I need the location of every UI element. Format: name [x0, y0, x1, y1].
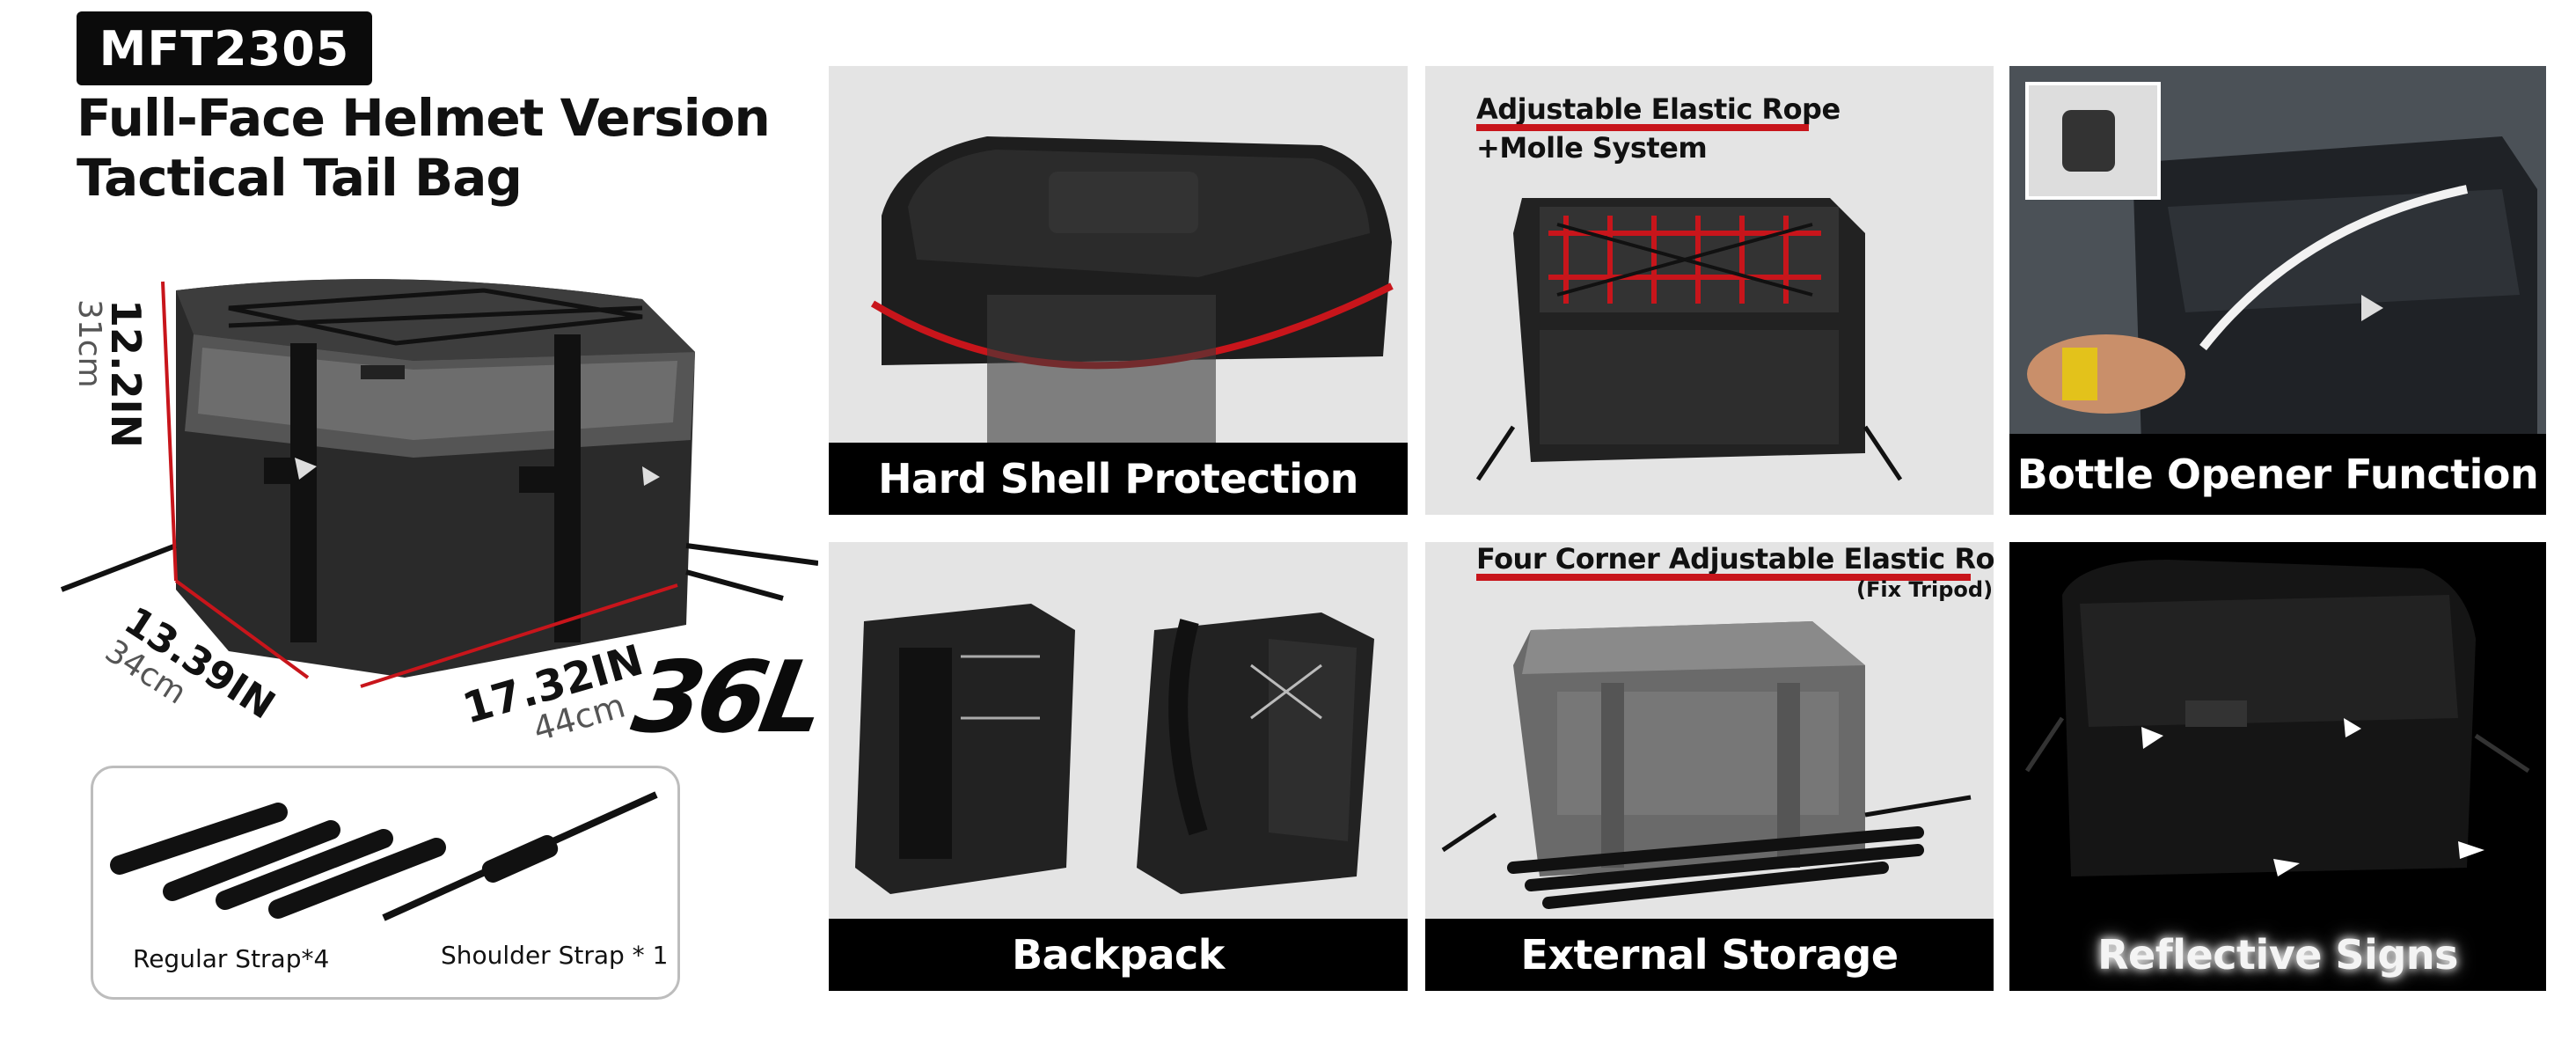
height-dimension: 12.2IN 31cm — [44, 290, 176, 493]
feature-panel-bottle-opener: Bottle Opener Function — [2009, 66, 2546, 515]
shoulder-strap-label: Shoulder Strap * 1 — [441, 941, 669, 970]
corner-rope-label: Four Corner Adjustable Elastic Rope — [1476, 542, 1994, 576]
molle-label-1: Adjustable Elastic Rope — [1476, 92, 1841, 126]
bottle-opener-image — [2009, 66, 2546, 444]
molle-label-underline — [1476, 124, 1809, 131]
corner-rope-underline — [1476, 574, 1971, 581]
feature-panel-hard-shell: Hard Shell Protection — [829, 66, 1408, 515]
corner-rope-note: (Fix Tripod) — [1856, 577, 1994, 602]
hard-shell-caption: Hard Shell Protection — [829, 443, 1408, 515]
model-badge: MFT2305 — [77, 11, 372, 85]
feature-panel-backpack: Backpack — [829, 542, 1408, 991]
feature-panel-molle: Adjustable Elastic Rope +Molle System — [1425, 66, 1994, 515]
regular-strap-label: Regular Strap*4 — [133, 944, 330, 973]
external-storage-image — [1441, 621, 1972, 909]
main-bag-illustration — [26, 238, 818, 730]
molle-image — [1475, 198, 1903, 481]
backpack-caption: Backpack — [829, 919, 1408, 991]
molle-label-2: +Molle System — [1476, 131, 1708, 165]
feature-panel-reflective: Reflective Signs — [2009, 542, 2546, 991]
height-in: 12.2IN — [102, 299, 150, 449]
bottle-opener-caption: Bottle Opener Function — [2009, 434, 2546, 515]
reflective-caption: Reflective Signs — [2009, 919, 2546, 991]
external-storage-caption: External Storage — [1425, 919, 1994, 991]
dimension-lines — [161, 281, 678, 688]
accessories-box: Regular Strap*4 Shoulder Strap * 1 — [91, 766, 680, 1000]
product-title-line2: Tactical Tail Bag — [77, 148, 523, 208]
feature-panel-external-storage: Four Corner Adjustable Elastic Rope (Fix… — [1425, 542, 1994, 991]
capacity-label: 36L — [625, 641, 830, 755]
backpack-image — [855, 604, 1374, 894]
hard-shell-image — [870, 136, 1394, 444]
straps-illustration — [110, 791, 658, 921]
reflective-image — [2009, 542, 2546, 920]
depth-dimension: 13.39IN 34cm — [99, 590, 308, 729]
model-number: MFT2305 — [99, 20, 350, 77]
product-title-line1: Full-Face Helmet Version — [77, 88, 771, 148]
